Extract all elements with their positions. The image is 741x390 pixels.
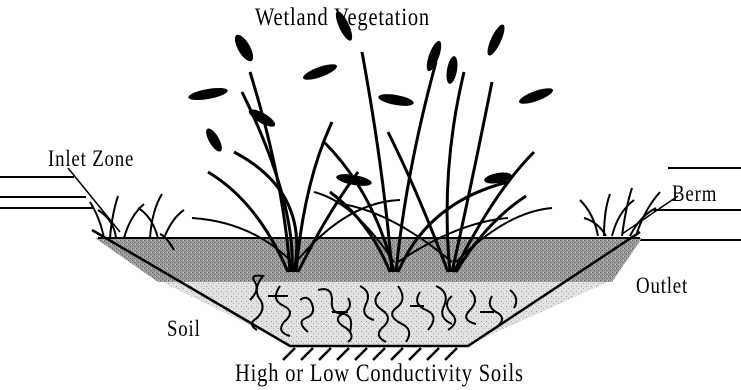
outlet-label: Outlet (636, 273, 688, 299)
wetland-vegetation-label: Wetland Vegetation (255, 4, 430, 32)
leader-lines (68, 168, 678, 234)
subsoil-hatch-marks (283, 348, 457, 360)
berm-label: Berm (672, 181, 717, 207)
water-body (95, 238, 642, 282)
inlet-zone-label: Inlet Zone (48, 146, 134, 172)
subsoil-conductivity-label: High or Low Conductivity Soils (235, 360, 524, 388)
soil-label: Soil (167, 316, 201, 342)
outlet-shrubs (580, 188, 660, 236)
